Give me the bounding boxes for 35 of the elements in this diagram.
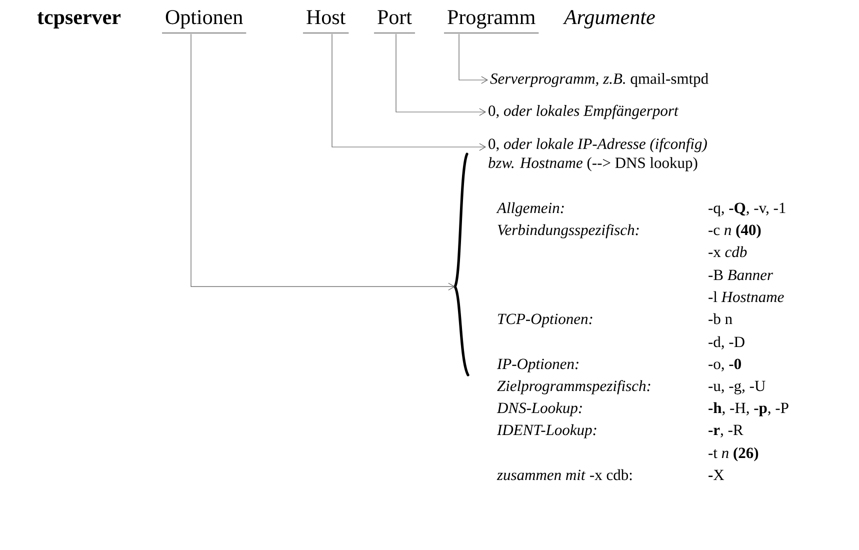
option-flags: -l Hostname — [708, 291, 784, 302]
arrow — [332, 34, 486, 151]
option-flags: -t n (26) — [708, 447, 758, 462]
option-flags: -B Banner — [708, 270, 774, 280]
arrow — [458, 34, 488, 84]
arrow — [396, 34, 486, 116]
option-flags: -b n — [708, 313, 732, 324]
option-category: DNS-Lookup: — [496, 402, 582, 416]
option-category: Allgemein: — [496, 202, 564, 216]
option-category: Zielprogrammspezifisch: — [497, 380, 650, 394]
underlined-word: Programm — [444, 10, 540, 34]
option-flags: -X — [708, 470, 724, 480]
option-category: IP-Optionen: — [496, 358, 578, 372]
option-category: Verbindungsspezifisch: — [498, 224, 639, 238]
option-flags: -d, -D — [708, 336, 744, 350]
underlined-word: Port — [374, 10, 416, 34]
description-text: Serverprogramm, z.B. qmail-smtpd — [490, 72, 708, 88]
option-flags: -h, -H, -p, -P — [708, 402, 788, 416]
option-category: IDENT-Lookup: — [496, 424, 596, 438]
option-flags: -q, -Q, -v, -1 — [708, 202, 786, 216]
option-category: zusammen mit -x cdb: — [496, 469, 632, 480]
description-text: 0, oder lokale IP-Adresse (ifconfig) bzw. Hostname (--> DNS lookup) — [488, 138, 707, 172]
option-flags: -x cdb — [708, 246, 747, 258]
option-flags: -u, -g, -U — [708, 380, 766, 394]
underlined-word: Host — [302, 10, 350, 34]
option-flags: -c n (40) — [708, 224, 761, 238]
option-flags: -o, -0 — [708, 358, 741, 372]
command-word: Argumente — [562, 10, 655, 28]
description-text: 0, oder lokales Empfängerport — [488, 104, 679, 120]
command-word: tcpserver — [37, 12, 121, 28]
option-flags: -r, -R — [708, 424, 744, 438]
option-category: TCP-Optionen: — [498, 314, 592, 328]
arrow — [190, 34, 455, 290]
underlined-word: Optionen — [162, 10, 247, 34]
curly-brace — [454, 152, 470, 376]
